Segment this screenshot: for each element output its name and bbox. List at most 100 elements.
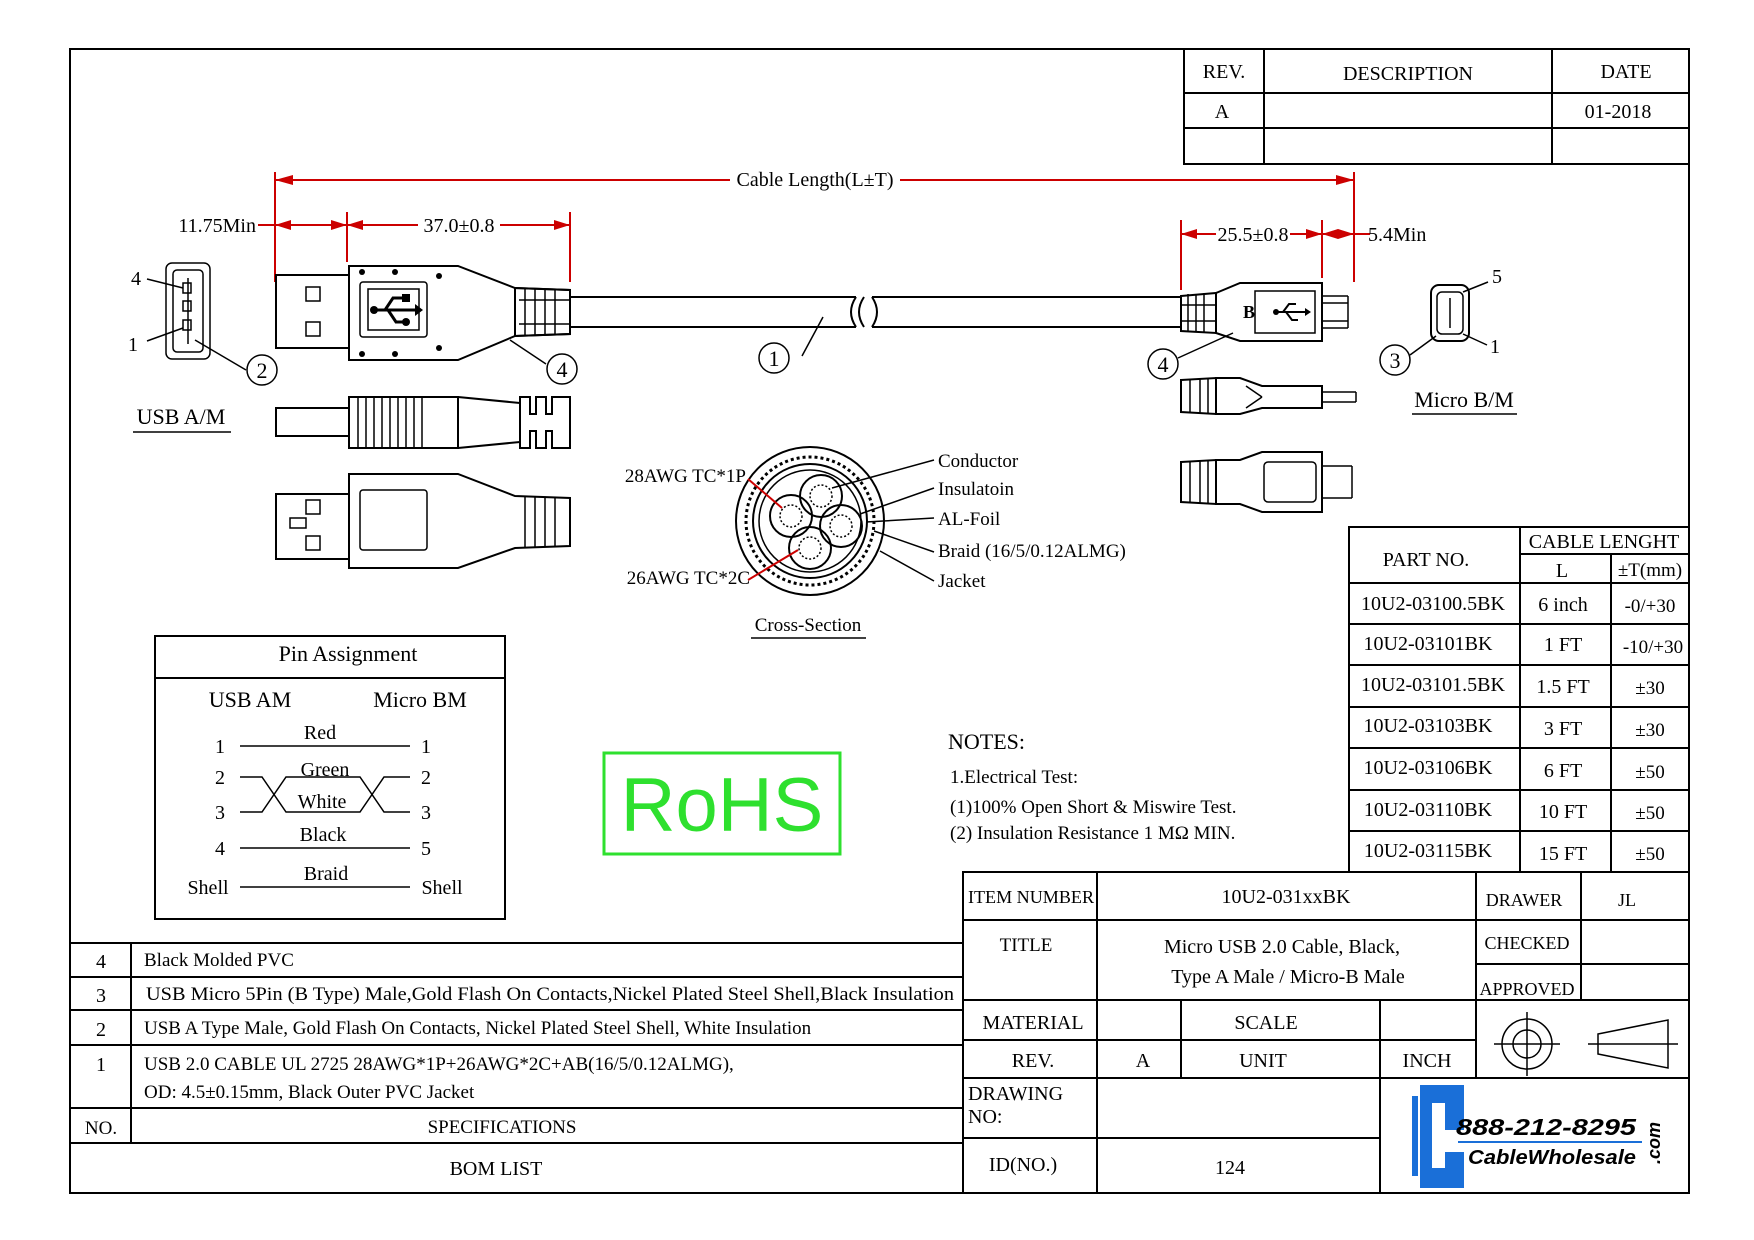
len-row-3-t: ±30 xyxy=(1635,678,1664,699)
jacket-label: Jacket xyxy=(938,571,986,592)
usb-a-connector-bottom-icon xyxy=(275,473,571,569)
rev-value: A xyxy=(1215,101,1230,123)
notes-title: NOTES: xyxy=(948,729,1025,754)
rohs-badge: RoHS xyxy=(602,751,842,856)
pin-row-4-wire: Black xyxy=(300,824,347,846)
usb-am-label: USB A/M xyxy=(137,404,226,429)
svg-text:4: 4 xyxy=(1158,352,1169,377)
len-row-2-t: -10/+30 xyxy=(1623,637,1683,658)
bom-spec-header: SPECIFICATIONS xyxy=(428,1117,577,1138)
len-row-6-t: ±50 xyxy=(1635,803,1664,824)
callout-3: 3 xyxy=(1379,344,1411,376)
callout-1-cable: 1 xyxy=(758,342,790,374)
cable-body-icon xyxy=(570,296,1181,357)
braid-label: Braid (16/5/0.12ALMG) xyxy=(938,541,1126,562)
notes-line-2: (1)100% Open Short & Miswire Test. xyxy=(950,797,1236,818)
len-row-7-t: ±50 xyxy=(1635,844,1664,865)
title-label: TITLE xyxy=(1000,935,1053,956)
rev-block-value: A xyxy=(1136,1050,1151,1072)
pin-row-5-left: Shell xyxy=(187,877,229,899)
len-row-3-l: 1.5 FT xyxy=(1536,676,1589,698)
pin-row-3-right: 3 xyxy=(421,802,431,824)
revision-block: REV. DESCRIPTION DATE A 01-2018 xyxy=(1183,48,1690,165)
bom-list-table xyxy=(70,942,963,1144)
description-header: DESCRIPTION xyxy=(1343,63,1473,85)
usb-a-body-dim: 37.0±0.8 xyxy=(424,215,495,237)
cross-section-pair-label: 28AWG TC*1P xyxy=(625,466,746,487)
usb-a-connector-side-icon xyxy=(275,396,571,449)
cablewholesale-logo: 888-212-8295 CableWholesale .com xyxy=(1412,1085,1664,1188)
scale-label: SCALE xyxy=(1234,1012,1297,1034)
id-value: 124 xyxy=(1215,1157,1245,1179)
bom-row-2-spec: USB A Type Male, Gold Flash On Contacts,… xyxy=(144,1018,812,1039)
rev-label: REV. xyxy=(1012,1050,1054,1072)
micro-b-face-icon xyxy=(1409,281,1489,356)
part-no-header: PART NO. xyxy=(1383,549,1470,571)
micro-bm-label: Micro B/M xyxy=(1414,387,1514,412)
conductor-label: Conductor xyxy=(938,451,1019,472)
item-number-value: 10U2-031xxBK xyxy=(1222,886,1351,908)
len-row-1-l: 6 inch xyxy=(1538,594,1587,616)
len-row-7-l: 15 FT xyxy=(1539,843,1587,865)
l-header: L xyxy=(1556,560,1568,582)
pin-row-2-wire: Green xyxy=(301,759,350,781)
pin-row-3-wire: White xyxy=(298,791,347,813)
pin-assignment-title: Pin Assignment xyxy=(279,641,418,666)
bom-row-4-spec: Black Molded PVC xyxy=(144,950,294,971)
micro-b-min-dim: 5.4Min xyxy=(1368,224,1426,246)
callout-2: 2 xyxy=(246,354,278,386)
svg-text:2: 2 xyxy=(257,358,268,383)
notes-line-1: 1.Electrical Test: xyxy=(950,767,1078,788)
len-row-4-l: 3 FT xyxy=(1544,718,1582,740)
len-row-5-part: 10U2-03106BK xyxy=(1364,757,1493,779)
pin-row-4-left: 4 xyxy=(215,838,225,860)
bom-row-1-spec-line-2: OD: 4.5±0.15mm, Black Outer PVC Jacket xyxy=(144,1082,475,1103)
usb-a-connector-top-icon xyxy=(275,265,571,365)
len-row-5-t: ±50 xyxy=(1635,762,1664,783)
len-row-1-part: 10U2-03100.5BK xyxy=(1361,593,1505,615)
approved-label: APPROVED xyxy=(1479,979,1574,999)
title-line-1: Micro USB 2.0 Cable, Black, xyxy=(1164,936,1400,958)
cross-section-icon xyxy=(735,446,935,596)
usb-a-pin-4-label: 4 xyxy=(131,268,141,290)
pin-row-1-left: 1 xyxy=(215,736,225,758)
title-block xyxy=(962,871,1690,1194)
pin-row-2-right: 2 xyxy=(421,767,431,789)
pin-row-1-right: 1 xyxy=(421,736,431,758)
svg-text:888-212-8295: 888-212-8295 xyxy=(1456,1114,1638,1140)
cross-section-label: Cross-Section xyxy=(755,615,862,636)
len-row-4-t: ±30 xyxy=(1635,720,1664,741)
drawing-no-label-2: NO: xyxy=(968,1106,1002,1128)
bom-row-3-no: 3 xyxy=(96,985,106,1007)
item-number-label: ITEM NUMBER xyxy=(968,887,1094,907)
dimension-lines: Cable Length(L±T) 11.75Min 37.0±0.8 25.5… xyxy=(178,169,1426,290)
unit-value: INCH xyxy=(1403,1050,1452,1072)
svg-text:B: B xyxy=(1243,302,1255,322)
projection-symbol-icon xyxy=(1494,1012,1678,1076)
bom-row-2-no: 2 xyxy=(96,1019,106,1041)
pin-row-2-left: 2 xyxy=(215,767,225,789)
al-foil-label: AL-Foil xyxy=(938,509,1000,530)
bom-row-1-no: 1 xyxy=(96,1054,106,1076)
date-header: DATE xyxy=(1600,61,1651,83)
title-line-2: Type A Male / Micro-B Male xyxy=(1171,966,1405,988)
insulation-label: Insulatoin xyxy=(938,479,1014,500)
svg-text:1: 1 xyxy=(769,346,780,371)
len-row-4-part: 10U2-03103BK xyxy=(1364,715,1493,737)
len-row-2-l: 1 FT xyxy=(1544,634,1582,656)
cable-length-dim: Cable Length(L±T) xyxy=(736,169,893,191)
bom-list-title: BOM LIST xyxy=(450,1158,543,1180)
callout-4-micro-b: 4 xyxy=(1147,348,1179,380)
unit-label: UNIT xyxy=(1239,1050,1287,1072)
drawing-no-label-1: DRAWING xyxy=(968,1083,1063,1105)
micro-b-connector-side-icon xyxy=(1180,376,1357,416)
pin-row-3-left: 3 xyxy=(215,802,225,824)
drawer-label: DRAWER xyxy=(1486,890,1563,910)
pin-col-usb-am: USB AM xyxy=(209,687,292,712)
material-label: MATERIAL xyxy=(982,1012,1083,1034)
usb-a-face-icon xyxy=(146,262,247,371)
drawer-value: JL xyxy=(1618,890,1636,910)
cable-length-header: CABLE LENGHT xyxy=(1529,531,1680,553)
callout-4-usb-a: 4 xyxy=(546,353,578,385)
